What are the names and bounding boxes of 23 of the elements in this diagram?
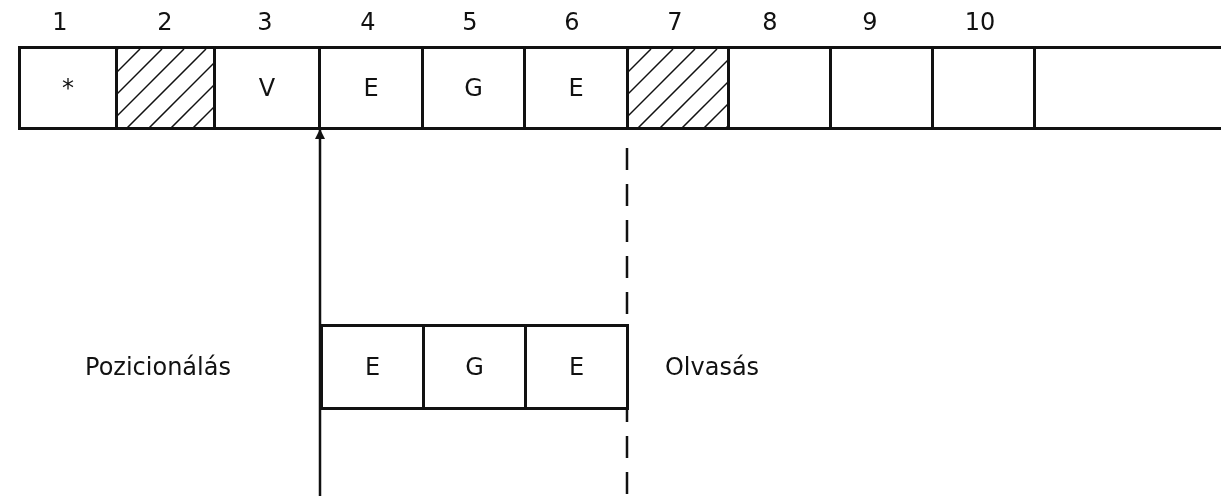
cell-number: 8	[762, 8, 778, 36]
cell-number: 2	[157, 8, 173, 36]
operation-label: Pozicionálás	[85, 353, 231, 381]
operation-label: Olvasás	[664, 353, 760, 381]
tape-cell: G	[421, 46, 526, 130]
cell-number: 7	[667, 8, 683, 36]
arrow	[315, 129, 325, 496]
cell-number: 10	[964, 8, 996, 36]
hatched-tape-cell	[115, 46, 216, 130]
cell-number: 9	[862, 8, 878, 36]
buffer-cell: E	[524, 324, 629, 410]
cell-number: 4	[360, 8, 376, 36]
cell-number: 3	[257, 8, 273, 36]
tape-cell: V	[213, 46, 321, 130]
cell-number: 5	[462, 8, 478, 36]
buffer-cell: G	[422, 324, 527, 410]
tape-cell: E	[318, 46, 424, 130]
cell-number: 1	[52, 8, 68, 36]
buffer-cell: E	[320, 324, 425, 410]
cell-number: 6	[564, 8, 580, 36]
hatched-tape-cell	[626, 46, 730, 130]
tape-cell: E	[523, 46, 629, 130]
tape-cell: *	[18, 46, 118, 130]
